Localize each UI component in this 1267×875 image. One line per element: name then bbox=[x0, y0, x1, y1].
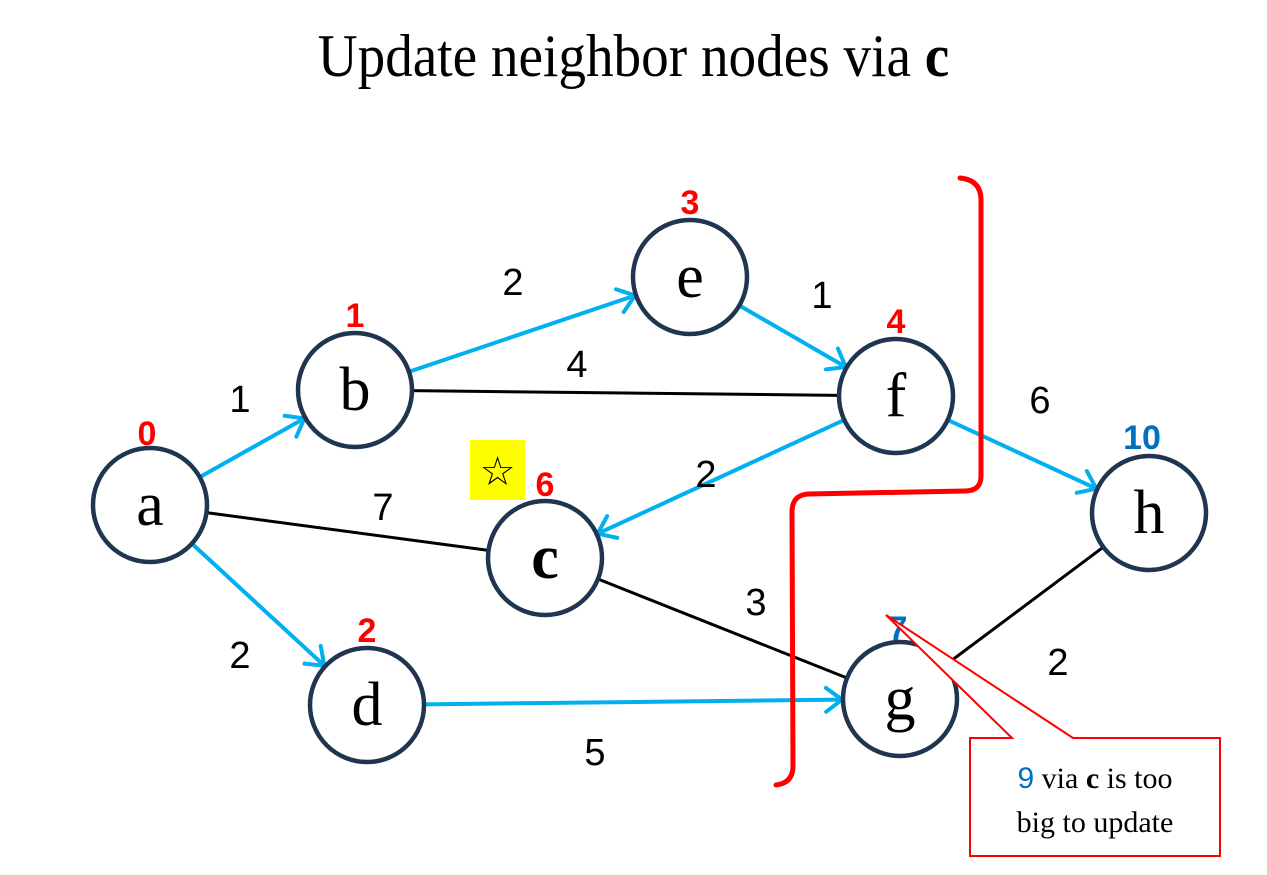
node-circle bbox=[485, 498, 605, 618]
edge-line bbox=[738, 303, 847, 369]
edge-d-g bbox=[423, 685, 845, 714]
edge-weight-label: 2 bbox=[229, 635, 250, 677]
edge-f-h bbox=[946, 418, 1099, 495]
edge-a-d bbox=[190, 542, 327, 668]
edge-weight-label: 4 bbox=[566, 344, 587, 386]
node-label: e bbox=[676, 243, 704, 311]
callout-text-via: via bbox=[1034, 762, 1086, 795]
node-label: f bbox=[886, 362, 907, 430]
edge-line bbox=[946, 418, 1098, 491]
edge-weight-label: 6 bbox=[1029, 380, 1050, 422]
callout-box bbox=[885, 614, 1221, 857]
edge-a-c bbox=[206, 511, 488, 552]
edge-line bbox=[411, 389, 839, 397]
callout: 9 via c is too big to update bbox=[885, 614, 1221, 857]
edge-line bbox=[944, 546, 1104, 667]
node-b: b bbox=[295, 330, 415, 450]
node-circle bbox=[630, 217, 750, 337]
distance-label-b: 1 bbox=[346, 297, 365, 335]
node-label: d bbox=[352, 671, 383, 739]
node-f: f bbox=[836, 336, 956, 456]
star-icon: ☆ bbox=[480, 449, 516, 495]
node-a: a bbox=[90, 445, 210, 565]
edge-weight-label: 2 bbox=[1047, 642, 1068, 684]
node-label: c bbox=[531, 524, 559, 592]
node-circle bbox=[836, 336, 956, 456]
nodes-layer: a b c d e f g h bbox=[90, 217, 1209, 765]
edge-line bbox=[423, 697, 843, 707]
edge-c-g bbox=[597, 577, 847, 679]
edge-a-b bbox=[198, 413, 307, 479]
distance-labels-layer: 0 1 6 2 3 4 7 10 bbox=[138, 184, 1161, 650]
edge-weight-label: 7 bbox=[372, 487, 393, 529]
current-node-marker: ☆ bbox=[470, 440, 525, 500]
edge-line bbox=[190, 542, 326, 668]
node-d: d bbox=[307, 645, 427, 765]
distance-label-d: 2 bbox=[358, 612, 377, 650]
edge-f-c bbox=[595, 418, 846, 540]
node-e: e bbox=[630, 217, 750, 337]
distance-label-a: 0 bbox=[138, 415, 157, 453]
edge-weight-label: 2 bbox=[695, 454, 716, 496]
edge-weight-label: 5 bbox=[584, 732, 605, 774]
distance-label-e: 3 bbox=[681, 184, 700, 222]
edge-weight-label: 2 bbox=[502, 262, 523, 304]
edge-weight-label: 3 bbox=[745, 582, 766, 624]
edge-line bbox=[206, 511, 488, 552]
node-g: g bbox=[840, 639, 960, 759]
node-label: a bbox=[136, 471, 164, 539]
node-circle bbox=[295, 330, 415, 450]
edge-line bbox=[198, 416, 306, 479]
node-label: g bbox=[885, 665, 916, 733]
edge-line bbox=[408, 293, 636, 374]
finalized-boundary bbox=[773, 175, 984, 788]
callout-line-2: big to update bbox=[1017, 806, 1174, 839]
title-node-name: c bbox=[924, 23, 950, 89]
callout-number: 9 bbox=[1017, 762, 1034, 795]
node-circle bbox=[90, 445, 210, 565]
edge-g-h bbox=[944, 546, 1104, 667]
title-text: Update neighbor nodes via bbox=[317, 23, 925, 89]
edge-weight-label: 1 bbox=[811, 275, 832, 317]
edge-line bbox=[597, 577, 847, 679]
callout-line-1: 9 via c is too bbox=[1017, 762, 1172, 795]
distance-label-c: 6 bbox=[536, 466, 555, 504]
highlight-box bbox=[470, 440, 525, 500]
node-label: b bbox=[340, 356, 371, 424]
edge-b-f bbox=[411, 389, 839, 397]
slide-title: Update neighbor nodes via c bbox=[51, 22, 1217, 91]
distance-label-h: 10 bbox=[1123, 419, 1161, 457]
callout-text-end: is too bbox=[1099, 762, 1172, 795]
node-h: h bbox=[1089, 453, 1209, 573]
weights-layer: 1 7 2 2 4 1 2 6 3 5 2 bbox=[229, 262, 1068, 774]
node-circle bbox=[307, 645, 427, 765]
node-label: h bbox=[1134, 479, 1165, 547]
edge-line bbox=[596, 418, 846, 536]
node-circle bbox=[840, 639, 960, 759]
distance-label-f: 4 bbox=[887, 303, 906, 341]
node-c: c bbox=[485, 498, 605, 618]
node-circle bbox=[1089, 453, 1209, 573]
callout-node-name: c bbox=[1086, 762, 1099, 795]
edge-weight-label: 1 bbox=[229, 379, 250, 421]
